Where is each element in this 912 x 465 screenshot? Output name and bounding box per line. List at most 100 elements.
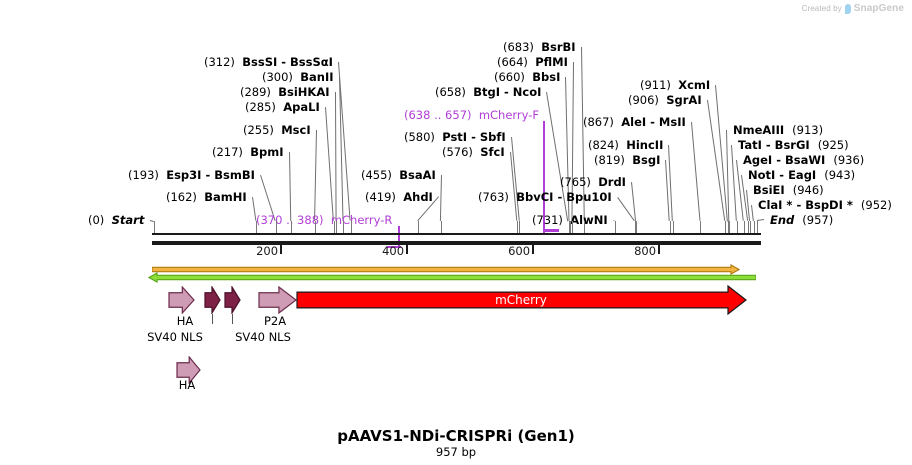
site-name: AlwNI — [570, 213, 608, 227]
restriction-site-label[interactable]: (300) BanII — [262, 71, 334, 84]
feature-arrow-ha[interactable] — [176, 356, 202, 384]
site-tick — [154, 221, 155, 233]
site-tick — [572, 221, 574, 233]
restriction-site-label[interactable]: (731) AlwNI — [532, 214, 608, 227]
feature-arrow-mcherry[interactable] — [296, 285, 748, 315]
site-tick — [314, 221, 316, 233]
feature-label: SV40 NLS — [147, 330, 203, 344]
primer-leader-mcherry-f — [543, 121, 545, 235]
site-name: BbvCI - Bpu10I — [516, 190, 612, 204]
restriction-site-label[interactable]: (255) MscI — [243, 124, 311, 137]
restriction-site-label[interactable]: (580) PstI - SbfI — [404, 131, 506, 144]
feature-arrow-sv40-nls[interactable] — [204, 286, 222, 314]
site-tick — [736, 221, 738, 233]
orange-span-arrow[interactable] — [152, 264, 740, 275]
restriction-site-label[interactable]: (576) SfcI — [442, 146, 505, 159]
restriction-site-label[interactable]: (911) XcmI — [640, 79, 710, 92]
snapgene-logo-icon — [844, 3, 851, 14]
restriction-site-label[interactable]: (162) BamHI — [166, 191, 247, 204]
site-name: TatI - BsrGI — [738, 138, 818, 152]
site-tick — [333, 221, 335, 233]
site-position: (913) — [792, 123, 824, 137]
restriction-site-label[interactable]: (0) Start — [88, 214, 144, 227]
restriction-site-label[interactable]: TatI - BsrGI (925) — [738, 139, 849, 152]
restriction-site-label[interactable]: End (957) — [770, 214, 833, 227]
feature-arrow-ha[interactable] — [168, 286, 196, 314]
site-position: (419) — [365, 190, 404, 204]
restriction-site-label[interactable]: NotI - EagI (943) — [748, 169, 855, 182]
restriction-site-label[interactable]: (765) DrdI — [560, 176, 626, 189]
primer-label[interactable]: (638 .. 657) mCherry-F — [404, 109, 539, 122]
site-position: (819) — [594, 153, 633, 167]
site-position: (162) — [166, 190, 205, 204]
restriction-site-label[interactable]: (906) SgrAI — [628, 94, 702, 107]
restriction-site-label[interactable]: (419) AhdI — [365, 191, 433, 204]
primer-bracket-tick-mcherry-f — [543, 223, 545, 230]
feature-label: P2A — [263, 314, 287, 328]
restriction-site-label[interactable]: AgeI - BsaWI (936) — [743, 154, 864, 167]
restriction-site-label[interactable]: NmeAIII (913) — [733, 124, 823, 137]
site-tick — [418, 221, 419, 233]
site-name: AleI - MsII — [621, 115, 686, 129]
primer-range: (370 .. 388) — [256, 213, 331, 227]
site-tick — [568, 221, 570, 233]
feature-label: HA — [176, 314, 194, 328]
restriction-site-label[interactable]: (867) AleI - MsII — [583, 116, 686, 129]
restriction-site-label[interactable]: (819) BsgI — [594, 154, 660, 167]
site-tick — [748, 221, 750, 233]
site-name: PflMI — [535, 55, 568, 69]
site-tick — [569, 221, 571, 233]
feature-label: HA — [178, 378, 196, 392]
primer-name: mCherry-R — [330, 213, 393, 227]
site-name: BsiHKAI — [278, 85, 330, 99]
site-position: (576) — [442, 145, 481, 159]
ruler-tick-label: 400 — [382, 244, 405, 258]
mcherry-arrow-label: mCherry — [495, 293, 547, 307]
site-tick — [440, 221, 442, 233]
green-span-arrow[interactable] — [148, 272, 756, 283]
restriction-site-label[interactable]: (289) BsiHKAI — [240, 86, 330, 99]
primer-name: mCherry-F — [478, 108, 540, 122]
ruler-tick — [532, 245, 535, 254]
restriction-site-label[interactable]: (455) BsaAI — [361, 169, 436, 182]
site-tick — [614, 221, 616, 233]
ruler-tick-label: 200 — [256, 244, 279, 258]
restriction-site-label[interactable]: BsiEI (946) — [753, 184, 824, 197]
ruler-tick — [280, 245, 283, 254]
feature-arrow-p2a[interactable] — [258, 286, 298, 314]
site-position: (658) — [435, 85, 474, 99]
site-position: (580) — [404, 130, 443, 144]
restriction-site-label[interactable]: (193) Esp3I - BsmBI — [128, 169, 255, 182]
site-tick — [584, 221, 586, 233]
site-position: (952) — [860, 198, 892, 212]
feature-arrow-sv40-nls[interactable] — [224, 286, 242, 314]
site-name: SgrAI — [666, 93, 702, 107]
restriction-site-label[interactable]: (763) BbvCI - Bpu10I — [478, 191, 612, 204]
site-name: BpmI — [250, 145, 284, 159]
restriction-site-label[interactable]: (660) BbsI — [494, 71, 560, 84]
primer-label[interactable]: (370 .. 388) mCherry-R — [256, 214, 392, 227]
restriction-site-label[interactable]: (683) BsrBI — [503, 41, 576, 54]
site-position: (936) — [833, 153, 865, 167]
restriction-site-label[interactable]: (285) ApaLI — [245, 101, 320, 114]
nls-connector-tick — [232, 314, 233, 324]
site-position: (946) — [792, 183, 824, 197]
site-position: (255) — [243, 123, 282, 137]
restriction-site-label[interactable]: ClaI * - BspDI * (952) — [758, 199, 892, 212]
ruler-tick-label: 800 — [634, 244, 657, 258]
restriction-site-label[interactable]: (658) BtgI - NcoI — [435, 86, 541, 99]
site-position: (285) — [245, 100, 284, 114]
restriction-site-label[interactable]: (312) BssSI - BssSαI — [204, 56, 333, 69]
restriction-site-label[interactable]: (217) BpmI — [212, 146, 284, 159]
site-position: (943) — [824, 168, 856, 182]
site-name: BsgI — [632, 153, 661, 167]
site-position: (217) — [212, 145, 251, 159]
site-position: (906) — [628, 93, 667, 107]
site-position: (911) — [640, 78, 679, 92]
site-name: XcmI — [678, 78, 711, 92]
site-name: BssSI - BssSαI — [242, 55, 333, 69]
site-name: AgeI - BsaWI — [743, 153, 834, 167]
restriction-site-label[interactable]: (664) PflMI — [497, 56, 568, 69]
site-tick — [634, 221, 636, 233]
restriction-site-label[interactable]: (824) HincII — [588, 139, 663, 152]
